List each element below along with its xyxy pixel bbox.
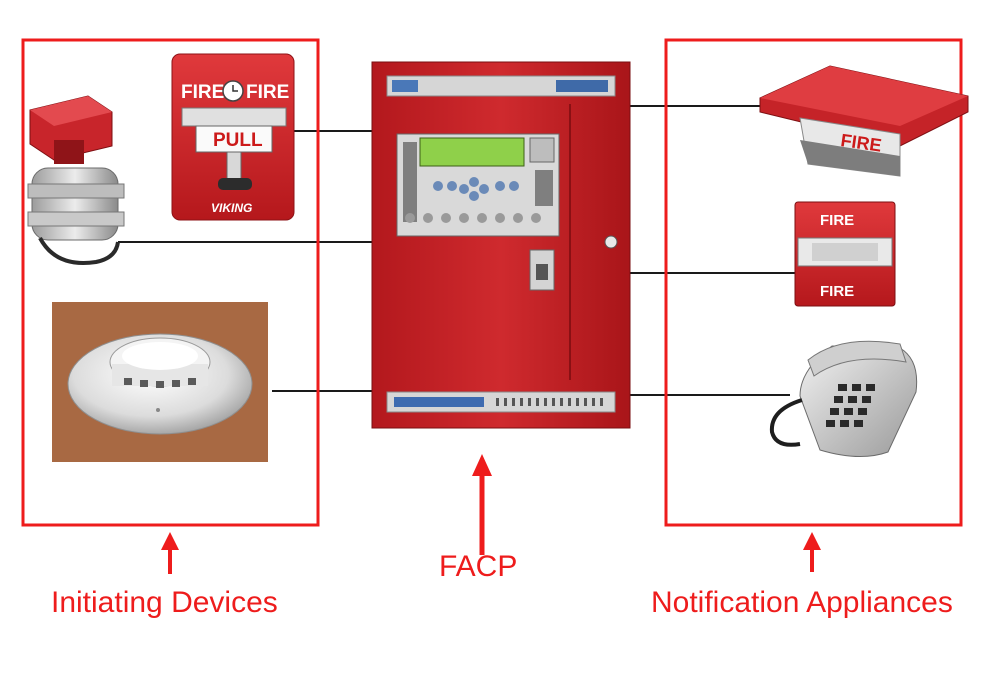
arrow-facp [472, 454, 492, 555]
wiring [118, 105, 795, 396]
initiating-devices-label: Initiating Devices [51, 586, 278, 619]
initiating-devices-box [21, 38, 320, 527]
ceiling-horn-strobe: FIRE [759, 65, 969, 177]
manual-pull-station: FIRE FIRE PULL VIKING [171, 53, 295, 221]
notification-appliances-box [664, 38, 963, 527]
facp-label: FACP [439, 550, 518, 583]
wall-strobe-fire-top: FIRE [820, 212, 854, 229]
fire-alarm-control-panel [371, 61, 631, 429]
panel-lock-icon [604, 235, 618, 249]
waterflow-switch [27, 95, 125, 265]
pull-station-fire-left: FIRE [181, 82, 224, 103]
pull-station-brand: VIKING [211, 201, 252, 215]
pull-station-handle-text: PULL [213, 130, 263, 151]
arrow-notification [803, 532, 821, 572]
smoke-detector [52, 302, 268, 462]
arrow-initiating [161, 532, 179, 574]
wall-horn-strobe: FIRE FIRE [794, 201, 896, 307]
wall-strobe-fire-bottom: FIRE [820, 283, 854, 300]
telephone [769, 340, 918, 458]
notification-appliances-label: Notification Appliances [651, 586, 953, 619]
pull-station-fire-right: FIRE [246, 82, 289, 103]
